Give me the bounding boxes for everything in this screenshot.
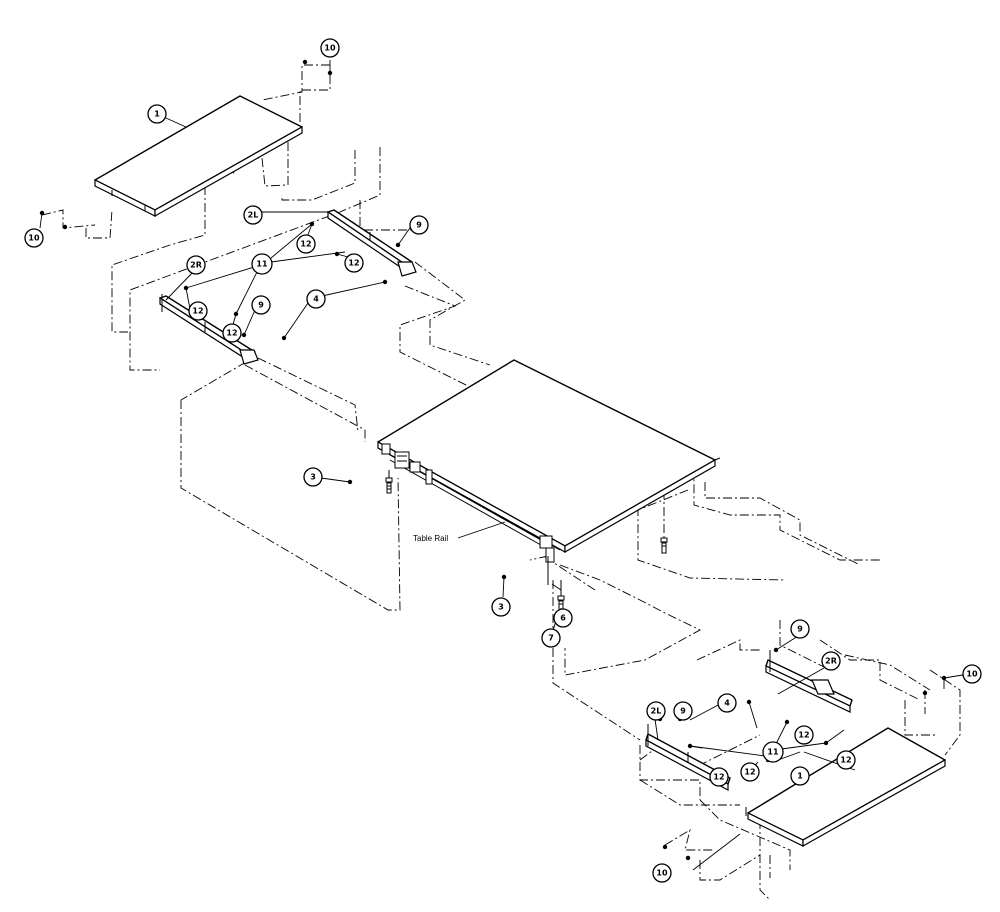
svg-text:9: 9 [797,625,803,634]
svg-text:9: 9 [416,221,422,230]
svg-text:2L: 2L [248,211,259,220]
svg-text:9: 9 [258,301,264,310]
svg-text:10: 10 [656,869,668,878]
svg-text:2R: 2R [825,657,837,666]
svg-text:4: 4 [313,295,319,304]
balloon-10-top-left: 10 [24,228,44,248]
svg-text:3: 3 [310,473,316,482]
svg-text:12: 12 [713,773,724,782]
svg-text:12: 12 [348,259,359,268]
bracket-2R-bottom [765,650,853,713]
balloon-12-d: 12 [222,323,242,343]
svg-text:12: 12 [300,240,311,249]
balloon-3-left: 3 [303,467,323,487]
balloon-2L-top: 2L [243,205,263,225]
rail-fasteners [385,470,668,612]
balloon-4-top: 4 [306,289,326,309]
svg-text:12: 12 [192,307,203,316]
balloon-12-e: 12 [794,725,814,745]
svg-text:2L: 2L [651,707,662,716]
svg-text:3: 3 [498,603,504,612]
svg-text:10: 10 [966,670,978,679]
bracket-2L-top [327,209,417,277]
svg-text:1: 1 [154,110,160,119]
balloon-2R-top: 2R [186,255,206,275]
bracket-2L-bottom [645,724,731,792]
balloon-12-h: 12 [740,762,760,782]
svg-text:4: 4 [724,699,730,708]
table-rail-label: Table Rail [413,534,448,543]
balloon-12-b: 12 [344,253,364,273]
balloon-9-top-left: 9 [251,295,271,315]
balloon-4-bottom: 4 [717,693,737,713]
balloon-11-bottom: 11 [762,741,784,763]
balloon-10-top-right: 10 [320,38,340,58]
balloon-12-f: 12 [836,750,856,770]
svg-text:12: 12 [840,756,851,765]
svg-text:1: 1 [797,772,803,781]
balloon-9-bottom-right: 9 [790,619,810,639]
table-extension-top-left [94,95,303,218]
svg-text:11: 11 [256,260,268,269]
svg-text:12: 12 [744,768,755,777]
svg-text:10: 10 [324,44,336,53]
balloon-11-top: 11 [251,253,273,275]
svg-text:2R: 2R [190,261,202,270]
balloon-9-top-right: 9 [409,215,429,235]
balloon-2R-bottom: 2R [821,651,841,671]
svg-text:6: 6 [560,614,566,623]
callout-balloons: 1 10 10 2L 9 12 12 11 2R 12 4 9 12 3 3 6… [24,38,982,883]
balloon-9-bottom-left: 9 [673,701,693,721]
balloon-10-bottom-right: 10 [962,664,982,684]
balloon-6: 6 [553,608,573,628]
balloon-10-bottom-left: 10 [652,863,672,883]
svg-text:12: 12 [226,329,237,338]
balloon-12-a: 12 [296,234,316,254]
bracket-2R-top [159,294,259,365]
balloon-1-bottom: 1 [790,766,810,786]
balloon-7: 7 [541,628,561,648]
svg-text:10: 10 [28,234,40,243]
table-top [377,359,721,554]
svg-text:9: 9 [680,707,686,716]
balloon-2L-bottom: 2L [646,701,666,721]
svg-text:12: 12 [798,731,809,740]
balloon-12-g: 12 [709,767,729,787]
table-rail [377,443,561,585]
balloon-12-c: 12 [188,301,208,321]
balloon-1-top: 1 [147,104,167,124]
balloon-3-bottom: 3 [491,597,511,617]
svg-text:11: 11 [767,748,779,757]
svg-text:7: 7 [548,634,554,643]
